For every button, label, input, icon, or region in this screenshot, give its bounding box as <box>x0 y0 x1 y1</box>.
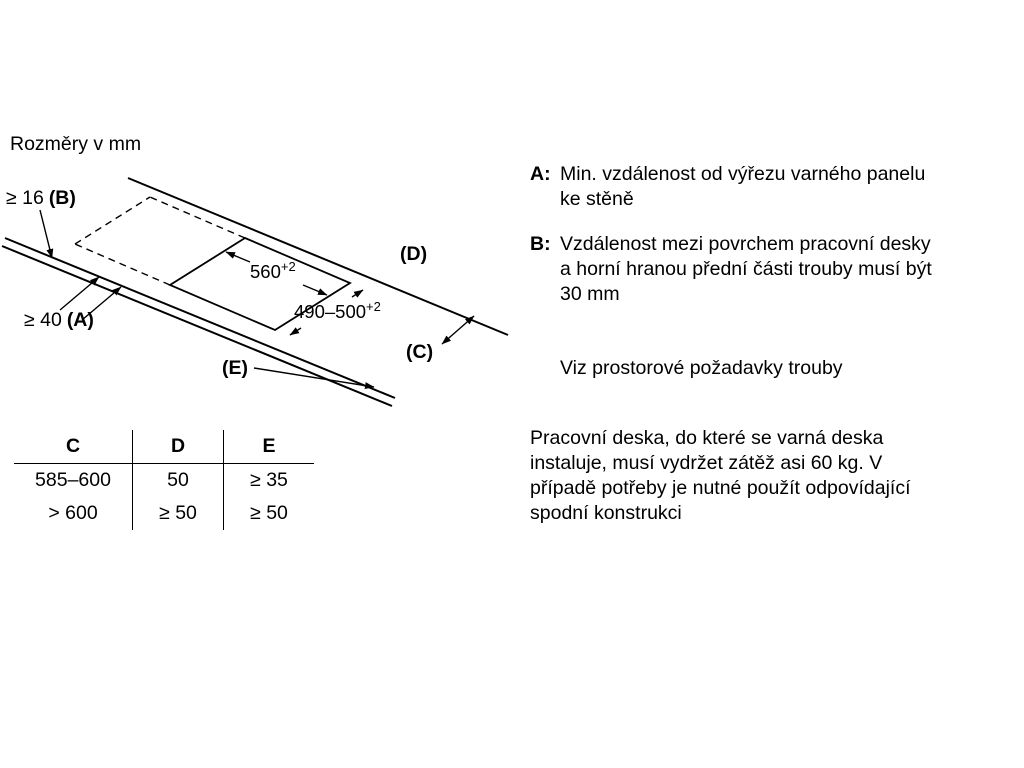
table-cell: > 600 <box>48 502 98 524</box>
thickness-label: ≥ 16(B) <box>6 187 76 209</box>
note-b-text: Vzdálenost mezi povrchem pracovní desky … <box>560 233 932 305</box>
installation-diagram: 560+2 490–500+2 ≥ 16(B) ≥ 40(A) <box>0 160 512 440</box>
table-cell: 50 <box>132 463 224 497</box>
cutout-outline <box>168 236 352 332</box>
table-header-c: C <box>14 430 133 464</box>
hidden-edge-dashed-lines <box>74 196 246 286</box>
worktop-cutout-drawing: 560+2 490–500+2 ≥ 16(B) ≥ 40(A) <box>1 177 509 407</box>
note-a-label: A: <box>530 163 551 185</box>
page-title: Rozměry v mm <box>10 133 142 155</box>
cutout-width-dimension-arrows <box>225 251 328 296</box>
table-header-e: E <box>223 430 314 464</box>
table-cell: ≥ 50 <box>223 497 314 530</box>
depth-arrow <box>441 315 475 345</box>
table-row: 585–600 50 ≥ 35 <box>14 463 314 497</box>
note-b: B: Vzdálenost mezi povrchem pracovní des… <box>530 232 932 307</box>
note-b-label: B: <box>530 233 551 255</box>
note-a: A: Min. vzdálenost od výřezu varného pan… <box>530 162 932 212</box>
worktop-front-edge-top-line <box>4 237 396 399</box>
cutout-depth-dimension: 490–500+2 <box>294 299 381 322</box>
depth-label: (C) <box>406 341 433 363</box>
table-cell: 585–600 <box>35 469 111 491</box>
back-distance-label: (D) <box>400 243 427 265</box>
cutout-width-dimension: 560+2 <box>250 259 296 282</box>
table-header-d: D <box>132 430 224 464</box>
side-distance-arrows <box>59 276 122 321</box>
side-distance-label: ≥ 40(A) <box>24 309 94 331</box>
see-also-note: Viz prostorové požadavky trouby <box>560 357 843 379</box>
table-cell: ≥ 35 <box>223 463 314 497</box>
table-header-row: C D E <box>14 430 314 464</box>
front-distance-label: (E) <box>222 357 248 379</box>
worktop-requirement-paragraph: Pracovní deska, do které se varná deska … <box>530 427 911 524</box>
cutout-depth-dimension-arrows <box>289 289 364 336</box>
table-row: > 600 ≥ 50 ≥ 50 <box>14 497 314 530</box>
thickness-arrow <box>39 209 54 259</box>
table-cell: ≥ 50 <box>132 497 224 530</box>
dimension-table: C D E 585–600 50 ≥ 35 > 600 ≥ 50 ≥ 50 <box>14 430 314 530</box>
worktop-back-edge-line <box>127 177 509 336</box>
note-a-text: Min. vzdálenost od výřezu varného panelu… <box>560 163 926 210</box>
front-distance-arrow <box>253 367 375 390</box>
